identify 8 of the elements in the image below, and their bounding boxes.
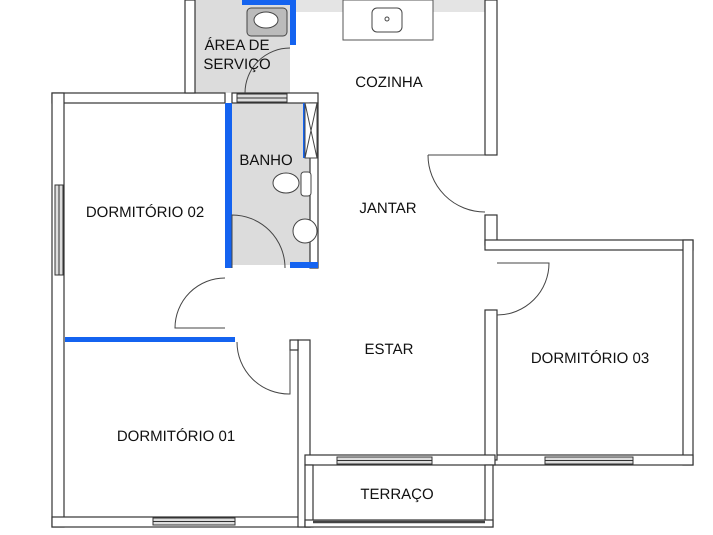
room-label: DORMITÓRIO 02 xyxy=(84,203,206,222)
room-label: TERRAÇO xyxy=(359,485,435,504)
room-label: JANTAR xyxy=(358,199,418,218)
room-label: BANHO xyxy=(238,151,294,170)
room-label: COZINHA xyxy=(354,73,424,92)
room-label: DORMITÓRIO 03 xyxy=(530,349,650,368)
room-label: DORMITÓRIO 01 xyxy=(116,427,236,446)
room-label: ESTAR xyxy=(364,340,414,359)
